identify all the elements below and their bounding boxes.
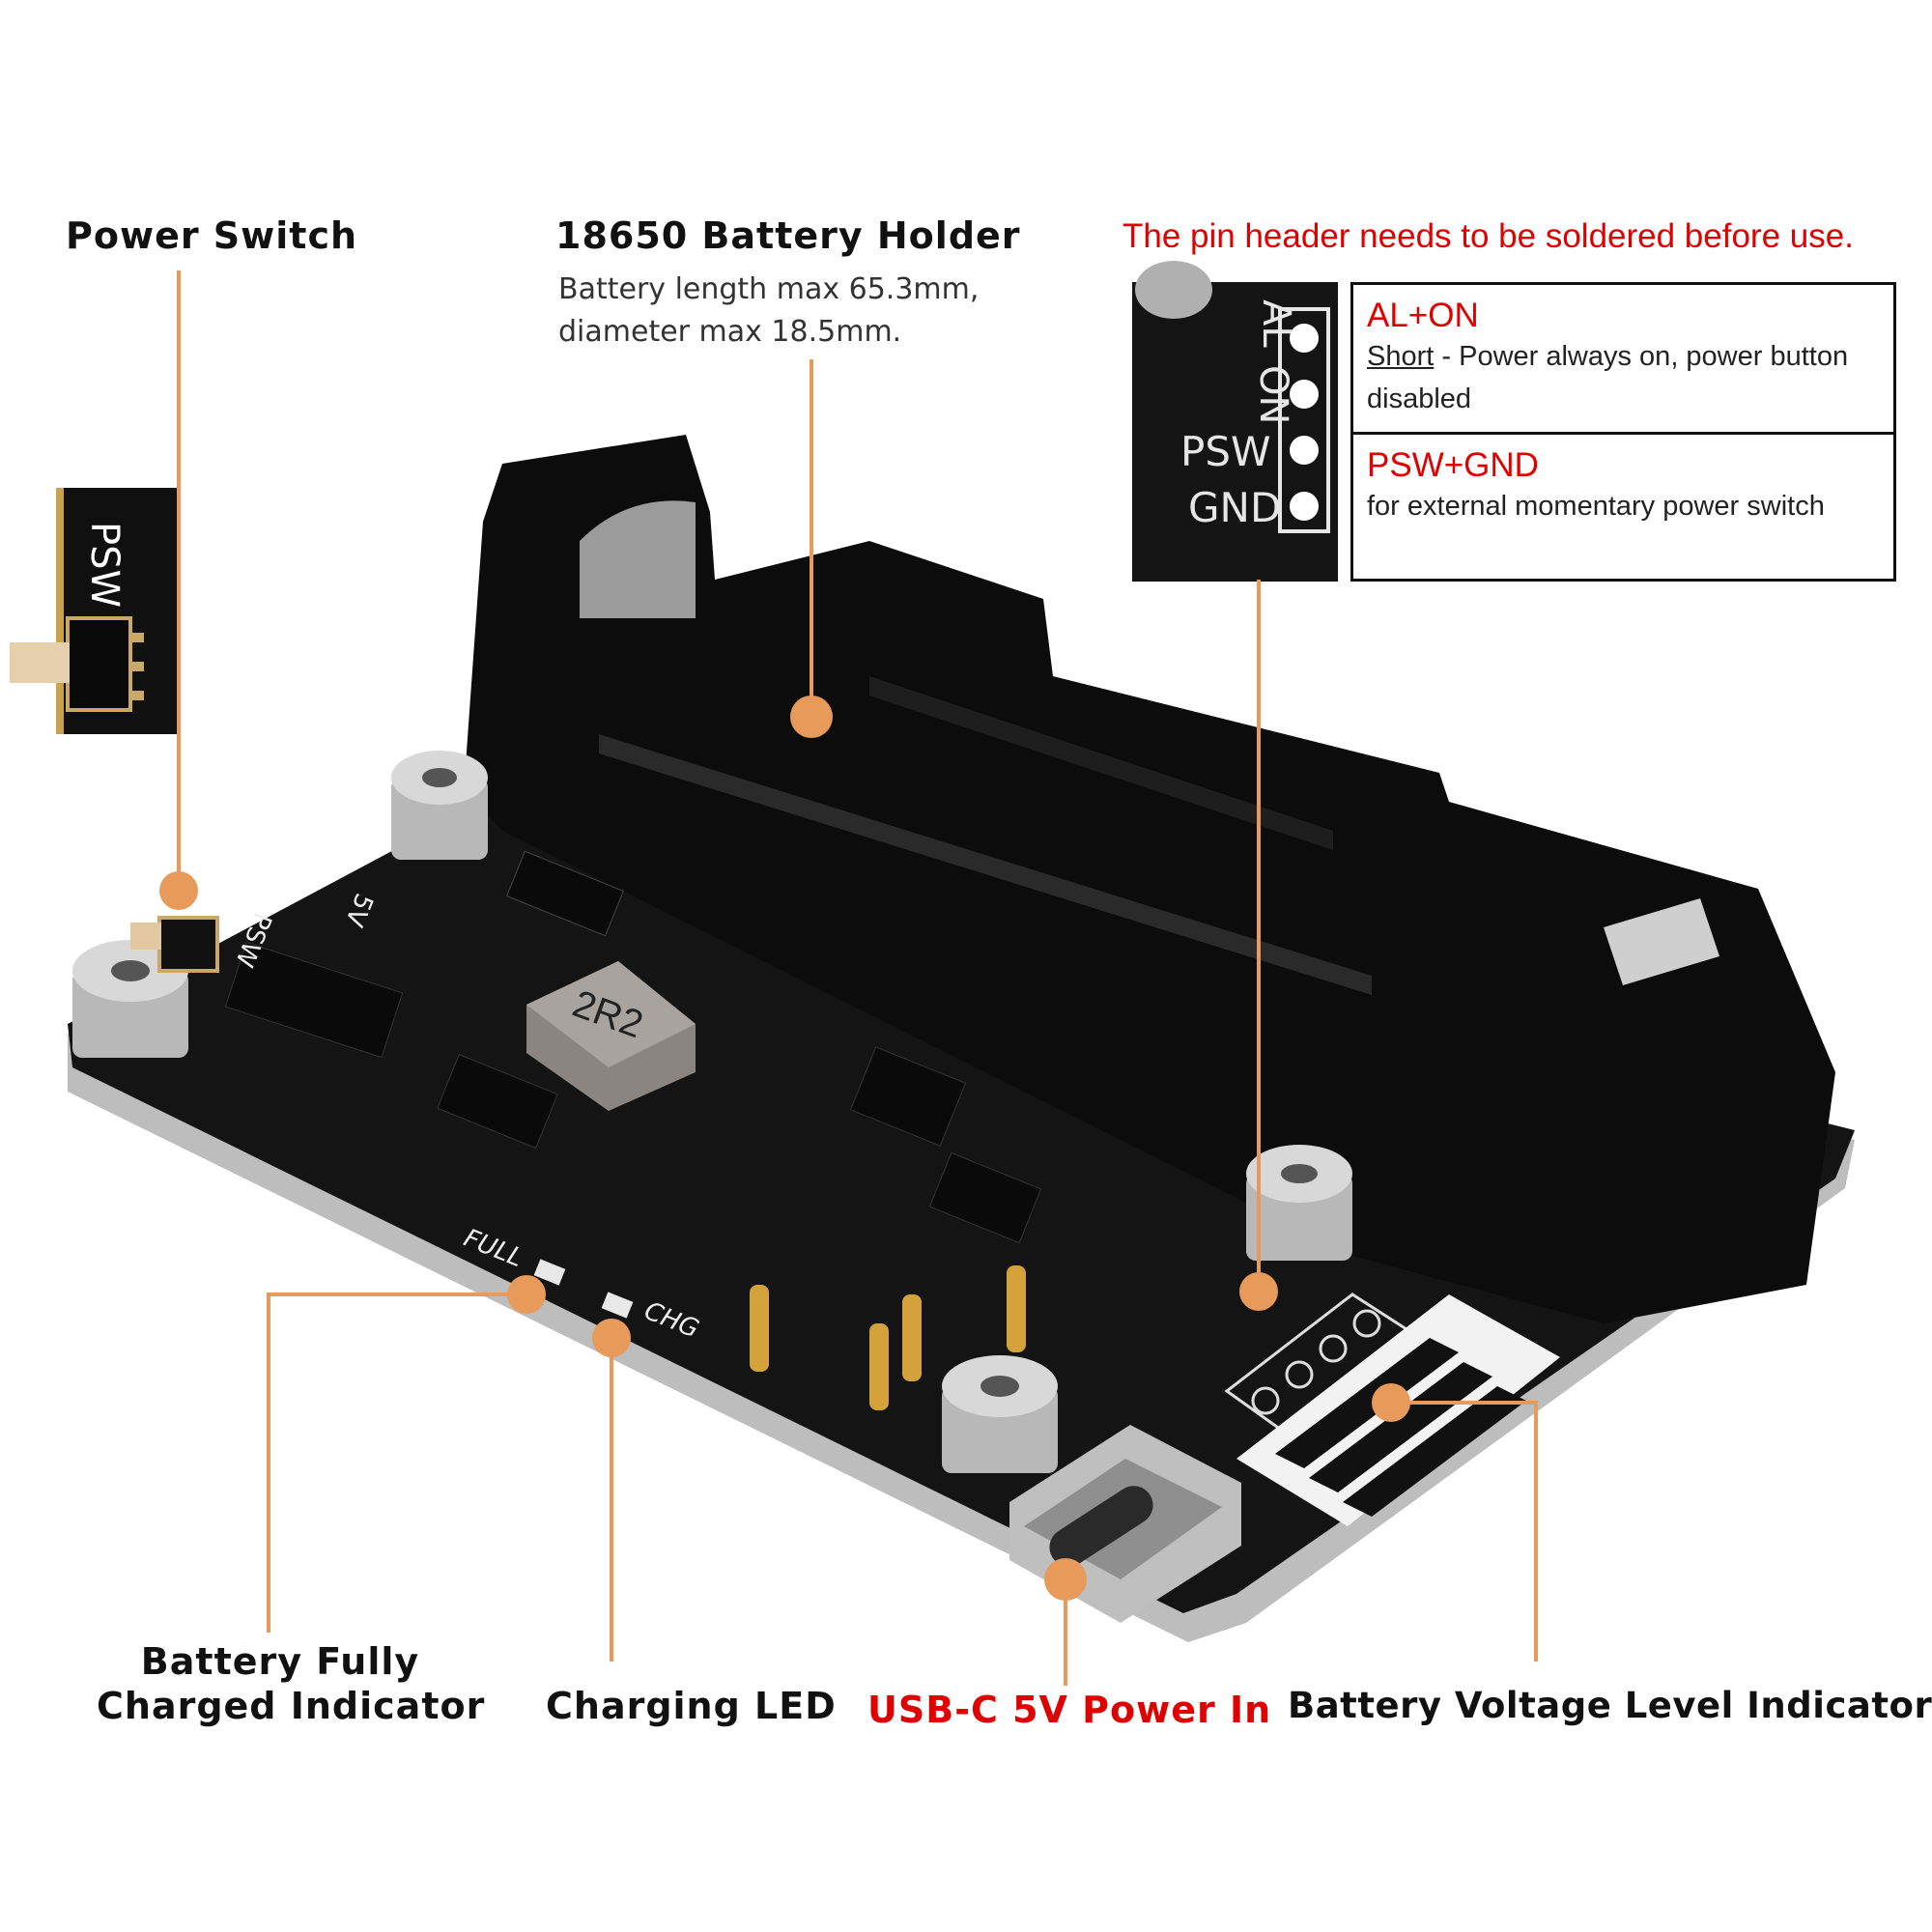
- dot-full: [507, 1275, 546, 1314]
- pin-table-header-al-on: AL+ON: [1367, 297, 1479, 334]
- ic-chip: [224, 941, 404, 1059]
- dot-chg: [592, 1319, 631, 1357]
- pin-header-inset: AL ON PSW GND: [1132, 261, 1338, 582]
- standoff: [942, 1355, 1058, 1473]
- ic-chip: [505, 850, 625, 937]
- pin-table-header-psw-gnd: PSW+GND: [1367, 446, 1539, 484]
- inset-pin-gnd: GND: [1188, 484, 1281, 531]
- full-indicator-label-2: Charged Indicator: [97, 1685, 486, 1727]
- battery-holder-title: 18650 Battery Holder: [555, 214, 1021, 257]
- voltage-indicators-label: Battery Voltage Level Indicators: [1288, 1685, 1932, 1726]
- chg-led: [601, 1292, 634, 1319]
- dot-usb: [1044, 1558, 1087, 1601]
- solder-warning: The pin header needs to be soldered befo…: [1122, 217, 1854, 255]
- ic-chip: [849, 1046, 967, 1147]
- ic-chip: [928, 1151, 1042, 1244]
- pin-table-desc-al-on: Short - Power always on, power button: [1367, 335, 1880, 378]
- power-switch-part: [130, 916, 219, 973]
- battery-holder-image: [464, 435, 1835, 1323]
- power-switch-title: Power Switch: [66, 214, 358, 257]
- inset-psw-text: PSW: [82, 522, 127, 608]
- inset-pin-on: ON: [1251, 365, 1295, 424]
- switch-inset: PSW: [10, 488, 177, 734]
- pin-table-desc-rest: - Power always on, power button: [1434, 341, 1849, 372]
- battery-holder-spec-1: Battery length max 65.3mm,: [558, 272, 980, 306]
- pin-table-row-al-on: AL+ON Short - Power always on, power but…: [1353, 285, 1893, 435]
- leader-dots: [159, 696, 1410, 1601]
- usb-power-label: USB-C 5V Power In: [867, 1689, 1272, 1731]
- charging-led-label: Charging LED: [546, 1685, 837, 1727]
- full-led: [533, 1259, 566, 1286]
- standoff: [391, 751, 488, 860]
- standoff: [72, 940, 188, 1058]
- pin-table-desc-psw-gnd: for external momentary power switch: [1367, 491, 1825, 522]
- pin-table-desc-al-on-2: disabled: [1367, 384, 1472, 414]
- dot-power-switch: [159, 871, 198, 910]
- pogo-pins: [750, 1265, 1026, 1410]
- inset-pin-psw: PSW: [1180, 428, 1271, 475]
- battery-holder-spec-2: diameter max 18.5mm.: [558, 315, 902, 349]
- inset-pin-al: AL: [1254, 299, 1298, 348]
- pin-table-short: Short: [1367, 341, 1435, 372]
- dot-battery-holder: [790, 696, 833, 738]
- pin-table-row-psw-gnd: PSW+GND for external momentary power swi…: [1353, 435, 1893, 582]
- dot-pin-header: [1239, 1272, 1278, 1311]
- dot-voltage: [1372, 1383, 1410, 1422]
- leader-lines: [177, 270, 1538, 1686]
- standoff: [1246, 1145, 1352, 1261]
- full-indicator-label-1: Battery Fully: [140, 1640, 420, 1683]
- leader-full: [267, 1293, 526, 1633]
- leader-voltage: [1391, 1401, 1538, 1662]
- inductor: 2R2: [526, 961, 696, 1111]
- pin-function-table: AL+ON Short - Power always on, power but…: [1350, 282, 1896, 582]
- ic-chip: [437, 1053, 558, 1150]
